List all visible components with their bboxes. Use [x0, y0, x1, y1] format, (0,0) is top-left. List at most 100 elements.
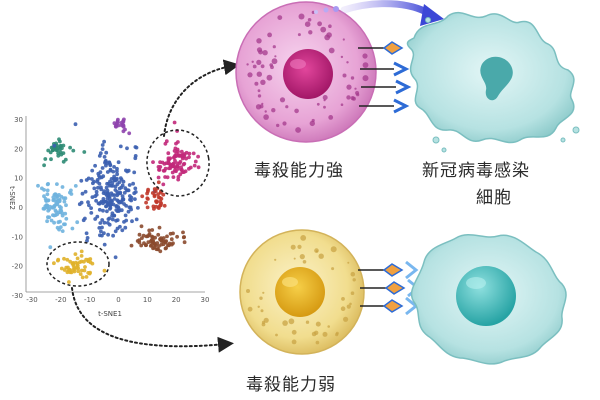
scatter-point-yellow	[52, 261, 56, 266]
scatter-point-yellow	[79, 268, 84, 273]
cell-nucleus	[275, 267, 325, 317]
scatter-point-light-blue	[46, 198, 50, 203]
granule	[246, 63, 249, 66]
cell-nucleus	[456, 266, 516, 326]
scatter-point-blue	[119, 208, 124, 213]
x-tick-label: -10	[84, 296, 95, 304]
scatter-point-blue	[133, 186, 138, 191]
killer-cell-weak	[239, 229, 365, 355]
granule	[340, 306, 346, 312]
scatter-point-brown	[164, 246, 169, 250]
granule	[341, 297, 345, 301]
scatter-point-blue	[102, 242, 107, 247]
scatter-point-magenta	[176, 140, 180, 144]
granule	[254, 81, 259, 86]
x-tick-label: 0	[116, 296, 120, 304]
granule	[256, 38, 262, 44]
scatter-point-red	[154, 204, 159, 209]
scatter-point-magenta	[168, 166, 173, 171]
granule	[315, 321, 321, 327]
granule	[262, 50, 268, 56]
scatter-point-light-blue	[59, 194, 64, 199]
granule	[276, 123, 280, 128]
granule	[343, 316, 349, 322]
scatter-point-blue	[134, 145, 139, 150]
scatter-point-magenta	[172, 149, 177, 153]
scatter-point-purple	[123, 127, 127, 132]
scatter-point-red	[145, 191, 150, 196]
scatter-point-red	[140, 194, 145, 199]
granule	[297, 244, 302, 249]
scatter-point-blue	[85, 238, 89, 243]
scatter-point-blue	[94, 198, 98, 203]
scatter-point-light-blue	[46, 182, 50, 186]
granule	[309, 120, 315, 127]
granule	[346, 95, 351, 100]
cell-nucleus	[283, 49, 333, 99]
scatter-point-blue	[108, 202, 112, 207]
scatter-point-blue	[81, 218, 86, 223]
scatter-point-magenta	[180, 153, 185, 157]
granule	[356, 93, 360, 97]
scatter-point-blue	[98, 201, 103, 205]
scatter-point-blue	[96, 185, 100, 190]
scatter-point-blue	[100, 218, 105, 222]
scatter-point-blue	[123, 213, 128, 218]
scatter-point-blue	[89, 211, 94, 215]
scatter-point-brown	[175, 234, 180, 239]
granule	[320, 26, 327, 33]
scatter-point-yellow	[82, 268, 87, 273]
granule	[362, 53, 368, 59]
granule	[294, 108, 299, 114]
scatter-point-blue	[105, 188, 110, 193]
scatter-point-brown	[171, 241, 175, 246]
scatter-point-teal	[43, 157, 48, 161]
scatter-point-yellow	[90, 261, 95, 266]
scatter-point-blue	[52, 143, 57, 148]
scatter-point-brown	[182, 235, 187, 239]
granule	[267, 32, 272, 38]
scatter-point-yellow	[102, 268, 107, 273]
scatter-point-blue	[129, 198, 134, 203]
scatter-point-light-blue	[53, 208, 58, 213]
granule	[350, 76, 355, 80]
scatter-point-light-blue	[62, 222, 66, 227]
scatter-point-red	[158, 199, 163, 204]
scatter-point-blue	[92, 186, 97, 191]
granule	[318, 253, 324, 259]
granule	[349, 302, 352, 306]
scatter-point-brown	[148, 244, 153, 248]
scatter-point-blue	[132, 170, 137, 175]
scatter-point-yellow	[71, 261, 76, 265]
scatter-point-blue	[101, 199, 106, 204]
granule	[260, 309, 264, 313]
scatter-point-blue	[117, 209, 121, 213]
granule	[252, 64, 257, 69]
scatter-point-brown	[147, 233, 151, 238]
scatter-point-blue	[90, 195, 95, 200]
scatter-point-magenta	[157, 168, 161, 172]
granule	[247, 306, 253, 312]
scatter-point-magenta	[175, 161, 179, 166]
granule	[305, 320, 310, 324]
scatter-point-light-blue	[60, 213, 65, 218]
scatter-point-blue	[86, 200, 90, 205]
scatter-point-purple	[113, 124, 118, 129]
granule	[315, 250, 318, 253]
scatter-point-magenta	[165, 175, 170, 180]
scatter-point-light-blue	[40, 186, 44, 191]
granule	[246, 289, 250, 293]
scatter-point-blue	[99, 187, 104, 192]
granule	[260, 79, 266, 86]
scatter-point-blue	[108, 162, 113, 167]
y-tick-label: -20	[12, 263, 23, 271]
scatter-point-blue	[118, 176, 123, 181]
scatter-point-light-blue	[41, 206, 46, 211]
scatter-point-yellow	[79, 249, 84, 254]
scatter-point-light-blue	[49, 218, 54, 223]
scatter-point-light-blue	[52, 197, 57, 202]
scatter-point-blue	[131, 181, 136, 186]
scatter-point-red	[155, 199, 159, 204]
y-tick-label: -30	[12, 292, 23, 300]
scatter-point-light-blue	[51, 213, 55, 218]
